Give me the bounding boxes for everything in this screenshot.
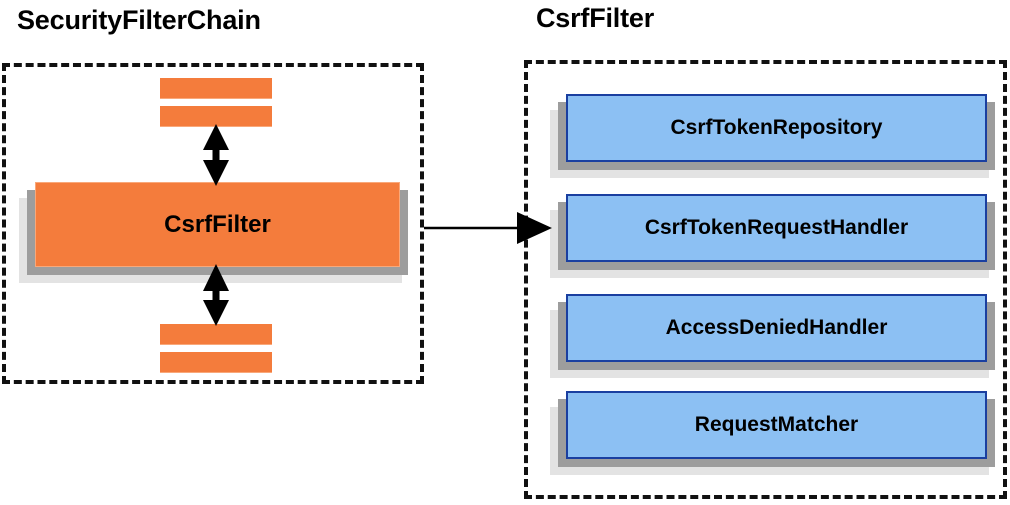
node-csrf-token-repository[interactable]: CsrfTokenRepository	[550, 94, 995, 178]
panel-csrf-filter-detail	[524, 60, 1007, 499]
node-csrf-filter[interactable]: CsrfFilter	[19, 182, 408, 283]
node-face: CsrfFilter	[35, 182, 400, 267]
node-label-access-denied-handler: AccessDeniedHandler	[665, 316, 888, 339]
node-face: AccessDeniedHandler	[566, 294, 987, 362]
node-label-csrf-filter: CsrfFilter	[164, 210, 271, 238]
node-access-denied-handler[interactable]: AccessDeniedHandler	[550, 294, 995, 378]
node-label-csrf-token-repository: CsrfTokenRepository	[670, 116, 883, 139]
node-request-matcher[interactable]: RequestMatcher	[550, 391, 995, 475]
node-csrf-token-request-handler[interactable]: CsrfTokenRequestHandler	[550, 194, 995, 278]
filter-bar-top-2	[160, 106, 272, 127]
panel-title-csrf-filter: CsrfFilter	[536, 3, 655, 33]
node-face: CsrfTokenRepository	[566, 94, 987, 162]
filter-bar-bottom-1	[160, 324, 272, 345]
panel-title-security-filter-chain: SecurityFilterChain	[17, 5, 261, 35]
filter-bar-top-1	[160, 78, 272, 99]
node-face: RequestMatcher	[566, 391, 987, 459]
node-label-request-matcher: RequestMatcher	[694, 413, 859, 436]
node-label-csrf-token-request-handler: CsrfTokenRequestHandler	[644, 216, 909, 239]
filter-bar-bottom-2	[160, 352, 272, 373]
panel-security-filter-chain	[2, 63, 424, 384]
node-face: CsrfTokenRequestHandler	[566, 194, 987, 262]
